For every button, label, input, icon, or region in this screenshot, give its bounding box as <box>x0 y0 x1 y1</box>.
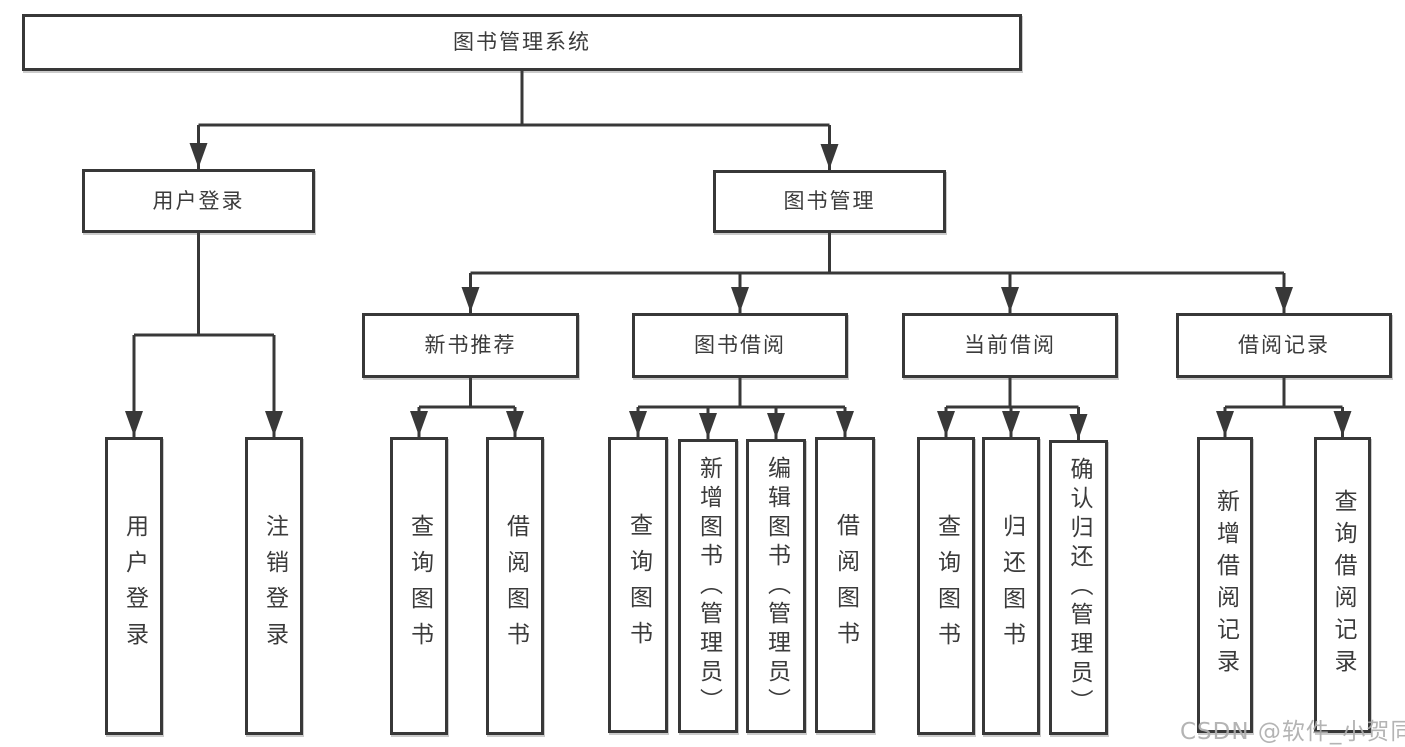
node-root: 图书管理系统 <box>22 14 1022 71</box>
arrowhead-icon <box>265 411 283 436</box>
node-label: 借阅图书 <box>832 513 859 657</box>
node-label: 用户登录 <box>121 514 148 658</box>
arrowhead-icon <box>461 287 480 312</box>
node-label: 借阅图书 <box>502 514 529 658</box>
node-borrow: 图书借阅 <box>632 313 848 378</box>
node-record-query: 查询借阅记录 <box>1314 437 1371 733</box>
node-label: 图书管理 <box>783 189 876 213</box>
node-login-logout: 注销登录 <box>245 437 303 735</box>
node-label: 查询借阅记录 <box>1330 489 1356 681</box>
node-current-confirm: 确认归还（管理员） <box>1049 440 1108 735</box>
node-label: 新增借阅记录 <box>1212 489 1239 681</box>
arrowhead-icon <box>699 413 717 438</box>
arrowhead-icon <box>937 411 955 436</box>
node-current-return: 归还图书 <box>982 437 1040 735</box>
node-label: 借阅记录 <box>1238 333 1330 357</box>
node-label: 归还图书 <box>998 514 1025 658</box>
arrowhead-icon <box>629 411 647 436</box>
node-label: 确认归还（管理员） <box>1066 457 1092 718</box>
node-label: 新书推荐 <box>424 333 517 357</box>
node-mgmt: 图书管理 <box>713 170 946 233</box>
node-rec-borrow: 借阅图书 <box>486 437 544 735</box>
arrowhead-icon <box>189 143 208 168</box>
node-label: 新增图书（管理员） <box>695 455 722 717</box>
arrowhead-icon <box>125 411 143 436</box>
node-current: 当前借阅 <box>902 313 1118 378</box>
node-label: 当前借阅 <box>964 333 1056 357</box>
arrowhead-icon <box>1275 287 1293 312</box>
node-label: 查询图书 <box>406 514 433 658</box>
node-record-add: 新增借阅记录 <box>1197 437 1253 733</box>
node-label: 图书借阅 <box>694 333 786 357</box>
node-label: 编辑图书（管理员） <box>763 455 790 717</box>
node-borrow-edit: 编辑图书（管理员） <box>746 439 806 733</box>
arrowhead-icon <box>1001 287 1019 312</box>
node-label: 注销登录 <box>261 514 288 658</box>
arrowhead-icon <box>1333 411 1352 436</box>
node-rec-query: 查询图书 <box>390 437 448 735</box>
node-label: 查询图书 <box>933 514 960 658</box>
node-label: 查询图书 <box>625 513 652 657</box>
arrowhead-icon <box>767 413 785 438</box>
arrowhead-icon <box>506 411 524 436</box>
arrowhead-icon <box>836 411 854 436</box>
watermark: CSDN @软件_小贺同学 <box>1180 719 1405 745</box>
node-borrow-query: 查询图书 <box>608 437 668 733</box>
node-record: 借阅记录 <box>1176 313 1392 378</box>
node-login-user: 用户登录 <box>105 437 163 735</box>
node-rec: 新书推荐 <box>362 313 579 378</box>
node-label: 用户登录 <box>152 188 245 213</box>
arrowhead-icon <box>1069 414 1088 439</box>
arrowhead-icon <box>731 287 749 312</box>
arrowhead-icon <box>410 411 428 436</box>
arrowhead-icon <box>820 144 839 169</box>
arrowhead-icon <box>1216 411 1234 436</box>
node-borrow-add: 新增图书（管理员） <box>678 439 738 733</box>
node-borrow-do: 借阅图书 <box>815 437 875 733</box>
node-label: 图书管理系统 <box>453 30 591 54</box>
arrowhead-icon <box>1002 411 1020 436</box>
node-current-query: 查询图书 <box>917 437 975 735</box>
node-login: 用户登录 <box>82 169 315 233</box>
